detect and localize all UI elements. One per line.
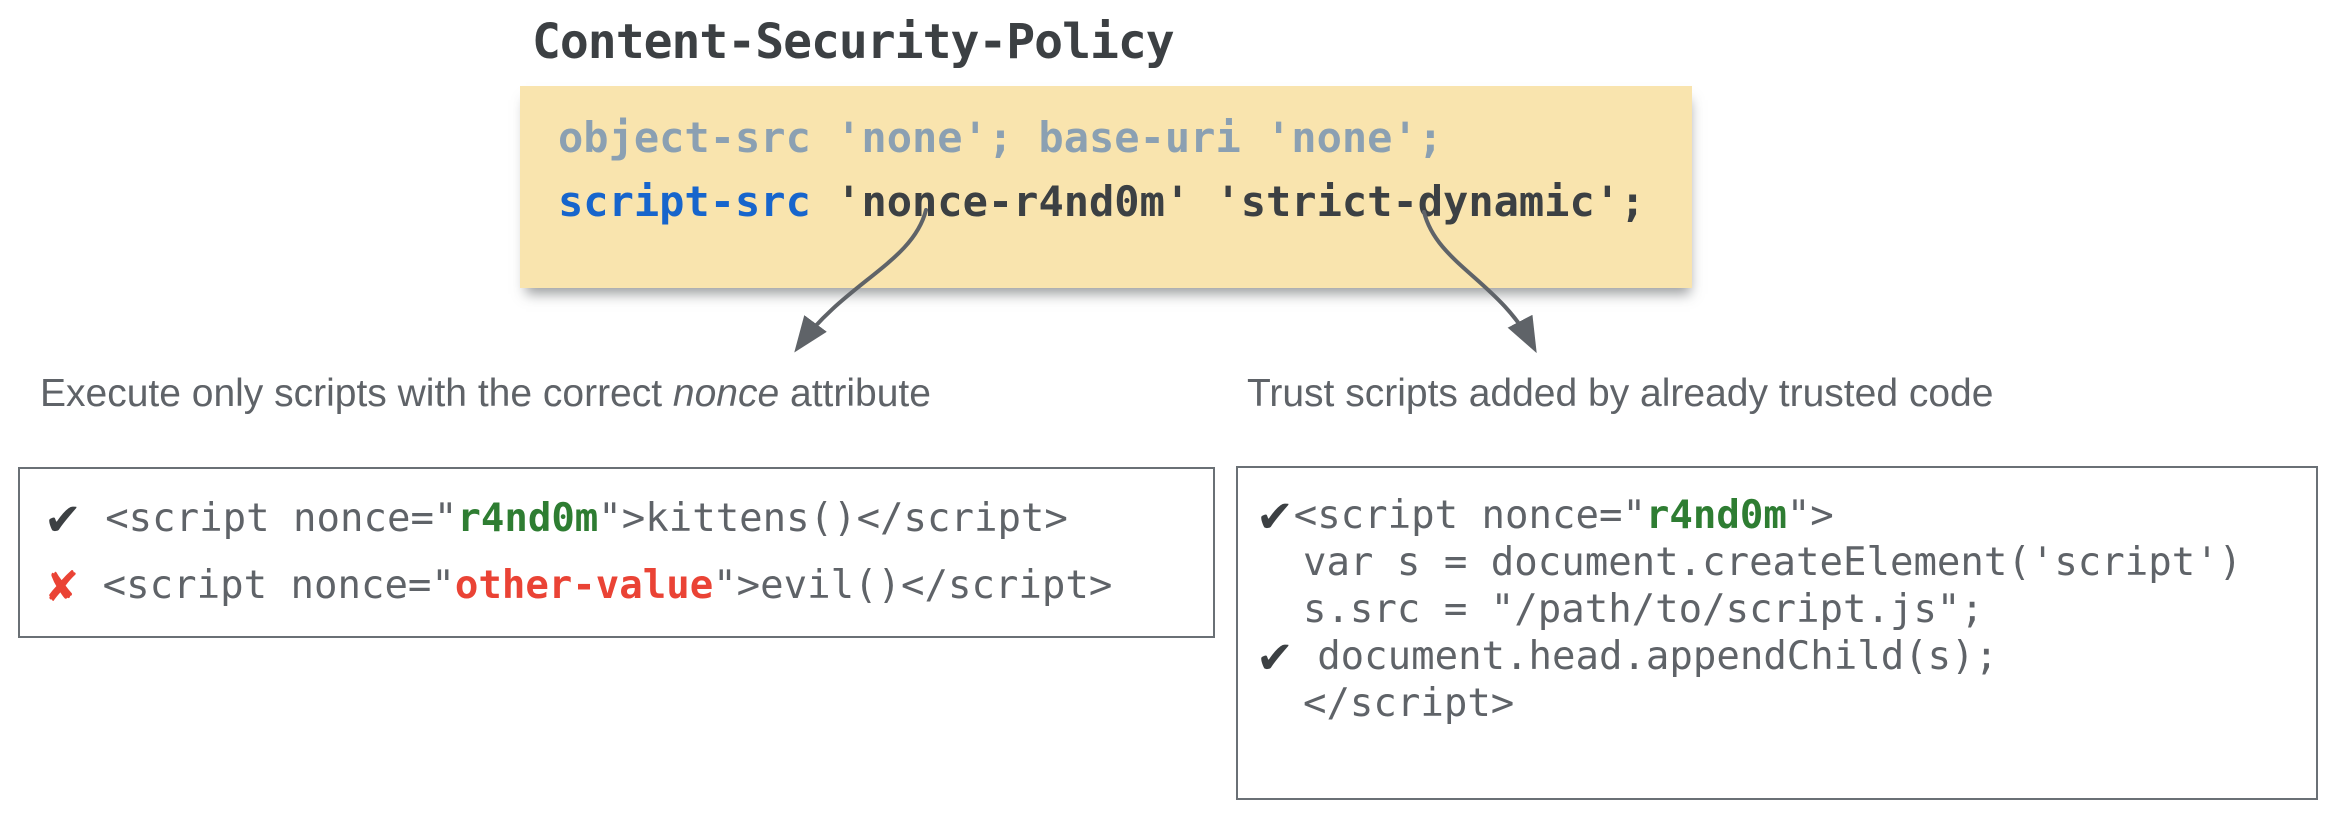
text-segment: other-value	[454, 563, 714, 608]
caption-nonce: Execute only scripts with the correct no…	[40, 370, 931, 418]
text-segment: <script nonce="	[79, 563, 455, 608]
text-segment: script-src	[558, 177, 811, 226]
text-segment: r4nd0m	[1645, 493, 1787, 538]
text-segment: object-src 'none'; base-uri 'none';	[558, 113, 1444, 162]
cross-icon: ✘	[44, 562, 80, 611]
csp-policy-box: object-src 'none'; base-uri 'none'; scri…	[520, 86, 1692, 288]
text-segment: 'nonce-r4nd0m' 'strict-dynamic';	[810, 177, 1646, 226]
code-line: ✔<script nonce="r4nd0m">	[1256, 492, 2316, 539]
text-segment: ">evil()</script>	[713, 563, 1113, 608]
code-line: ✘ <script nonce="other-value">evil()</sc…	[44, 552, 1213, 619]
diagram-title: Content-Security-Policy	[532, 14, 1175, 70]
text-segment: attribute	[779, 372, 931, 415]
code-line: ✔ document.head.appendChild(s);	[1256, 633, 2316, 680]
csp-directive-line-object-src: object-src 'none'; base-uri 'none';	[558, 106, 1692, 170]
code-line: </script>	[1256, 680, 2316, 727]
csp-directive-line-script-src: script-src 'nonce-r4nd0m' 'strict-dynami…	[558, 170, 1692, 234]
check-icon: ✔	[44, 493, 82, 546]
text-segment: </script>	[1256, 681, 1515, 726]
example-box-nonce: ✔ <script nonce="r4nd0m">kittens()</scri…	[18, 467, 1215, 638]
example-box-strict-dynamic: ✔<script nonce="r4nd0m"> var s = documen…	[1236, 466, 2318, 800]
check-icon: ✔	[1256, 631, 1294, 684]
code-line: s.src = "/path/to/script.js";	[1256, 586, 2316, 633]
text-segment: Trust scripts added by already trusted c…	[1247, 372, 1994, 415]
text-segment: var s = document.createElement('script')	[1256, 540, 2243, 585]
text-segment: r4nd0m	[457, 496, 599, 541]
text-segment: ">	[1786, 493, 1834, 538]
text-segment: nonce	[672, 372, 780, 415]
text-segment: s.src = "/path/to/script.js";	[1256, 587, 1984, 632]
caption-strict-dynamic: Trust scripts added by already trusted c…	[1247, 370, 1993, 418]
code-line: ✔ <script nonce="r4nd0m">kittens()</scri…	[44, 485, 1213, 552]
text-segment: <script nonce="	[81, 496, 458, 541]
text-segment: ">kittens()</script>	[598, 496, 1068, 541]
text-segment: <script nonce="	[1293, 493, 1646, 538]
text-segment: Execute only scripts with the correct	[40, 372, 673, 415]
code-line: var s = document.createElement('script')	[1256, 539, 2316, 586]
text-segment: document.head.appendChild(s);	[1293, 634, 1999, 679]
check-icon: ✔	[1256, 490, 1294, 543]
